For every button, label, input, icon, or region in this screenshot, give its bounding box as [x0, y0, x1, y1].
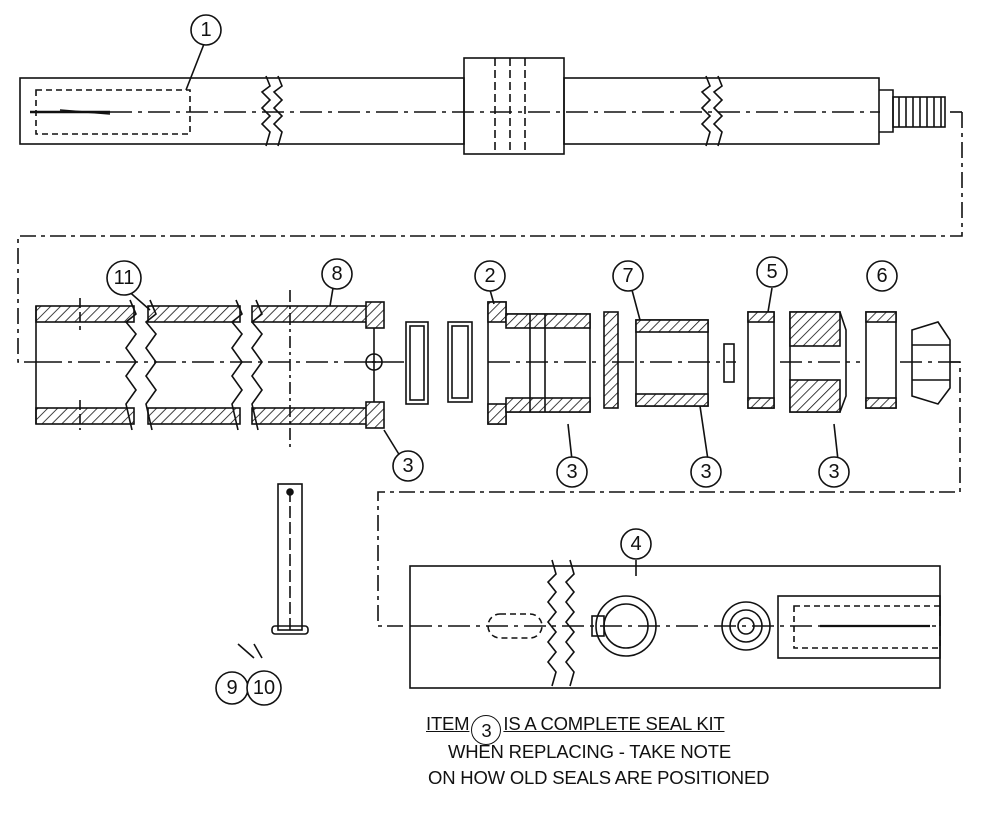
- rod-part-1: [19, 43, 962, 155]
- gland-part-2: [487, 289, 596, 461]
- balloon-3-d: 3: [818, 456, 850, 488]
- svg-text:10: 10: [253, 677, 275, 699]
- svg-text:3: 3: [828, 461, 839, 483]
- balloon-8: 8: [321, 258, 353, 290]
- end-cap-part-4: [409, 559, 941, 689]
- balloon-4: 4: [620, 528, 652, 560]
- bushing-part-7: [612, 289, 736, 461]
- balloon-7: 7: [612, 260, 644, 292]
- svg-text:6: 6: [876, 265, 887, 287]
- svg-text:9: 9: [226, 677, 237, 699]
- svg-text:3: 3: [566, 461, 577, 483]
- balloon-3-c: 3: [690, 456, 722, 488]
- barrel-tube: [35, 287, 404, 450]
- svg-text:3: 3: [402, 455, 413, 477]
- balloon-10: 10: [246, 670, 282, 706]
- seal-kit-note-line-3: ON HOW OLD SEALS ARE POSITIONED: [428, 767, 770, 788]
- balloon-11: 11: [106, 260, 142, 296]
- balloon-3-a: 3: [392, 450, 424, 482]
- note-item-prefix: ITEM: [426, 713, 470, 734]
- svg-text:8: 8: [331, 263, 342, 285]
- item-balloons: 1 11 8 2 7 5 6 3 3 3 3 4 9 10: [106, 14, 898, 706]
- balloon-1: 1: [190, 14, 222, 46]
- svg-text:7: 7: [622, 265, 633, 287]
- svg-text:5: 5: [766, 261, 777, 283]
- balloon-5: 5: [756, 256, 788, 288]
- balloon-3-b: 3: [556, 456, 588, 488]
- balloon-9: 9: [215, 671, 249, 705]
- note-item-suffix: IS A COMPLETE SEAL KIT: [503, 713, 725, 734]
- note-item-balloon: 3: [471, 715, 502, 745]
- svg-text:3: 3: [700, 461, 711, 483]
- pin-part-9-10: [237, 483, 309, 659]
- svg-text:2: 2: [484, 265, 495, 287]
- svg-text:1: 1: [200, 19, 211, 41]
- seal-rings: [405, 311, 897, 409]
- nut: [900, 321, 960, 405]
- svg-text:11: 11: [114, 267, 135, 289]
- piston: [767, 287, 860, 461]
- seal-kit-note-line-2: WHEN REPLACING - TAKE NOTE: [448, 741, 731, 762]
- balloon-2: 2: [474, 260, 506, 292]
- svg-text:4: 4: [630, 533, 641, 555]
- balloon-6: 6: [866, 260, 898, 292]
